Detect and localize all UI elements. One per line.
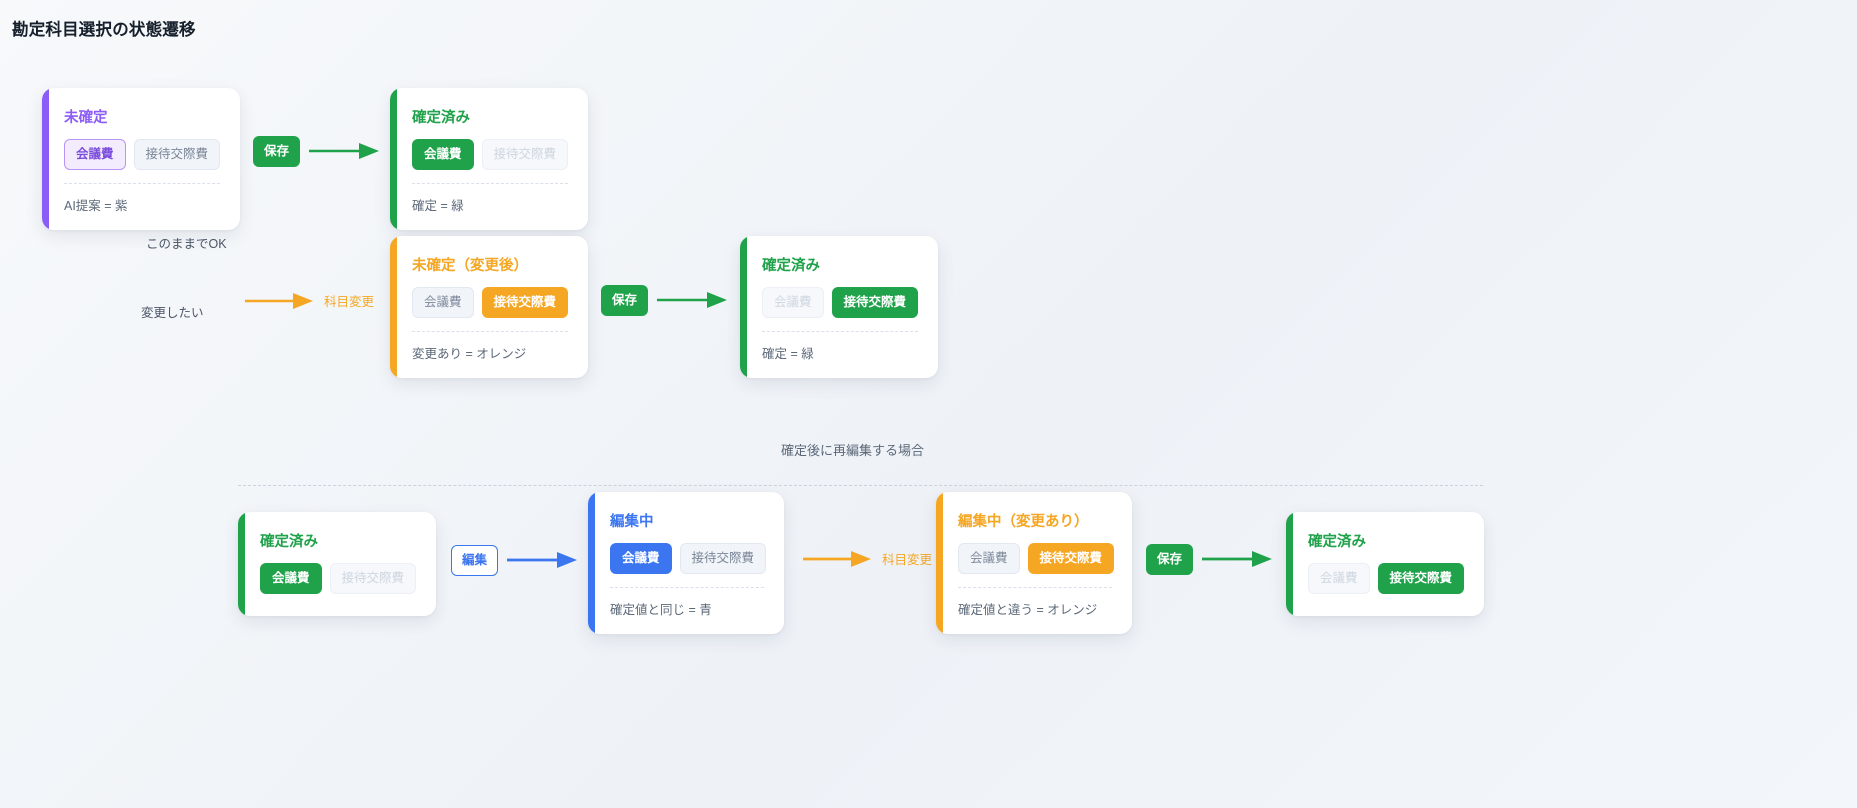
card-confirmed-2[interactable]: 確定済み 会議費 接待交際費 確定 = 緑 (740, 236, 938, 378)
chip-group: 会議費 接待交際費 (762, 287, 919, 318)
transition-label-change: 科目変更 (882, 553, 933, 567)
chip-kaigihi[interactable]: 会議費 (762, 287, 824, 318)
section-divider (238, 485, 1483, 486)
card-title: 確定済み (762, 258, 820, 274)
card-editing[interactable]: 編集中 会議費 接待交際費 確定値と同じ = 青 (588, 492, 784, 634)
chip-group: 会議費 接待交際費 (958, 543, 1115, 574)
card-note: 確定 = 緑 (412, 198, 464, 213)
save-button[interactable]: 保存 (601, 285, 649, 316)
card-note: 変更あり = オレンジ (412, 346, 527, 361)
chip-kaigihi[interactable]: 会議費 (958, 543, 1020, 574)
chip-kaigihi[interactable]: 会議費 (412, 287, 474, 318)
transition-save-1: 保存 (253, 136, 381, 167)
branch-label-change: 変更したい (141, 306, 204, 320)
section-caption: 確定後に再編集する場合 (781, 443, 925, 458)
chip-settai[interactable]: 接待交際費 (831, 287, 919, 318)
arrow-right-icon (309, 143, 380, 160)
card-divider (412, 182, 568, 184)
chip-settai[interactable]: 接待交際費 (679, 543, 767, 574)
arrow-right-icon (245, 292, 313, 309)
arrow-right-icon (657, 292, 728, 309)
card-note: 確定値と違う = オレンジ (958, 602, 1098, 617)
card-confirmed-1[interactable]: 確定済み 会議費 接待交際費 確定 = 緑 (390, 88, 588, 230)
card-confirmed-end[interactable]: 確定済み 会議費 接待交際費 (1286, 512, 1484, 616)
chip-kaigihi[interactable]: 会議費 (412, 139, 474, 170)
chip-group: 会議費 接待交際費 (412, 139, 569, 170)
card-editing-changed[interactable]: 編集中（変更あり） 会議費 接待交際費 確定値と違う = オレンジ (936, 492, 1132, 634)
transition-change-2: 科目変更 (803, 549, 932, 568)
chip-group: 会議費 接待交際費 (1308, 563, 1465, 594)
card-divider (610, 586, 764, 588)
card-title: 編集中（変更あり） (958, 514, 1089, 530)
card-undecided[interactable]: 未確定 会議費 接待交際費 AI提案 = 紫 (42, 88, 240, 230)
transition-save-2: 保存 (601, 285, 729, 316)
card-note: AI提案 = 紫 (64, 198, 128, 213)
chip-group: 会議費 接待交際費 (260, 563, 417, 594)
chip-group: 会議費 接待交際費 (64, 139, 221, 170)
branch-label-keep: このままでOK (146, 237, 227, 251)
card-title: 確定済み (1308, 534, 1366, 550)
save-button[interactable]: 保存 (1146, 544, 1194, 575)
chip-settai[interactable]: 接待交際費 (481, 139, 569, 170)
card-title: 確定済み (412, 110, 470, 126)
arrow-right-icon (507, 552, 578, 569)
arrow-right-icon (803, 550, 871, 567)
chip-kaigihi[interactable]: 会議費 (610, 543, 672, 574)
chip-settai[interactable]: 接待交際費 (1027, 543, 1115, 574)
chip-kaigihi[interactable]: 会議費 (1308, 563, 1370, 594)
card-note: 確定 = 緑 (762, 346, 814, 361)
card-divider (412, 330, 568, 332)
transition-save-3: 保存 (1146, 544, 1274, 575)
transition-edit: 編集 (451, 545, 579, 576)
card-divider (958, 586, 1112, 588)
chip-kaigihi[interactable]: 会議費 (260, 563, 322, 594)
card-title: 未確定 (64, 110, 108, 126)
card-note: 確定値と同じ = 青 (610, 602, 712, 617)
chip-settai[interactable]: 接待交際費 (481, 287, 569, 318)
save-button[interactable]: 保存 (253, 136, 301, 167)
card-title: 未確定（変更後） (412, 258, 528, 274)
chip-kaigihi[interactable]: 会議費 (64, 139, 126, 170)
card-divider (762, 330, 918, 332)
card-undecided-changed[interactable]: 未確定（変更後） 会議費 接待交際費 変更あり = オレンジ (390, 236, 588, 378)
chip-settai[interactable]: 接待交際費 (329, 563, 417, 594)
card-title: 確定済み (260, 534, 318, 550)
chip-group: 会議費 接待交際費 (610, 543, 767, 574)
chip-group: 会議費 接待交際費 (412, 287, 569, 318)
page-title: 勘定科目選択の状態遷移 (12, 21, 196, 39)
card-confirmed-start[interactable]: 確定済み 会議費 接待交際費 (238, 512, 436, 616)
card-divider (64, 182, 220, 184)
chip-settai[interactable]: 接待交際費 (133, 139, 221, 170)
edit-button[interactable]: 編集 (451, 545, 499, 576)
transition-change-1: 科目変更 (245, 291, 374, 310)
card-title: 編集中 (610, 514, 654, 530)
chip-settai[interactable]: 接待交際費 (1377, 563, 1465, 594)
transition-label-change: 科目変更 (324, 295, 375, 309)
arrow-right-icon (1202, 551, 1273, 568)
